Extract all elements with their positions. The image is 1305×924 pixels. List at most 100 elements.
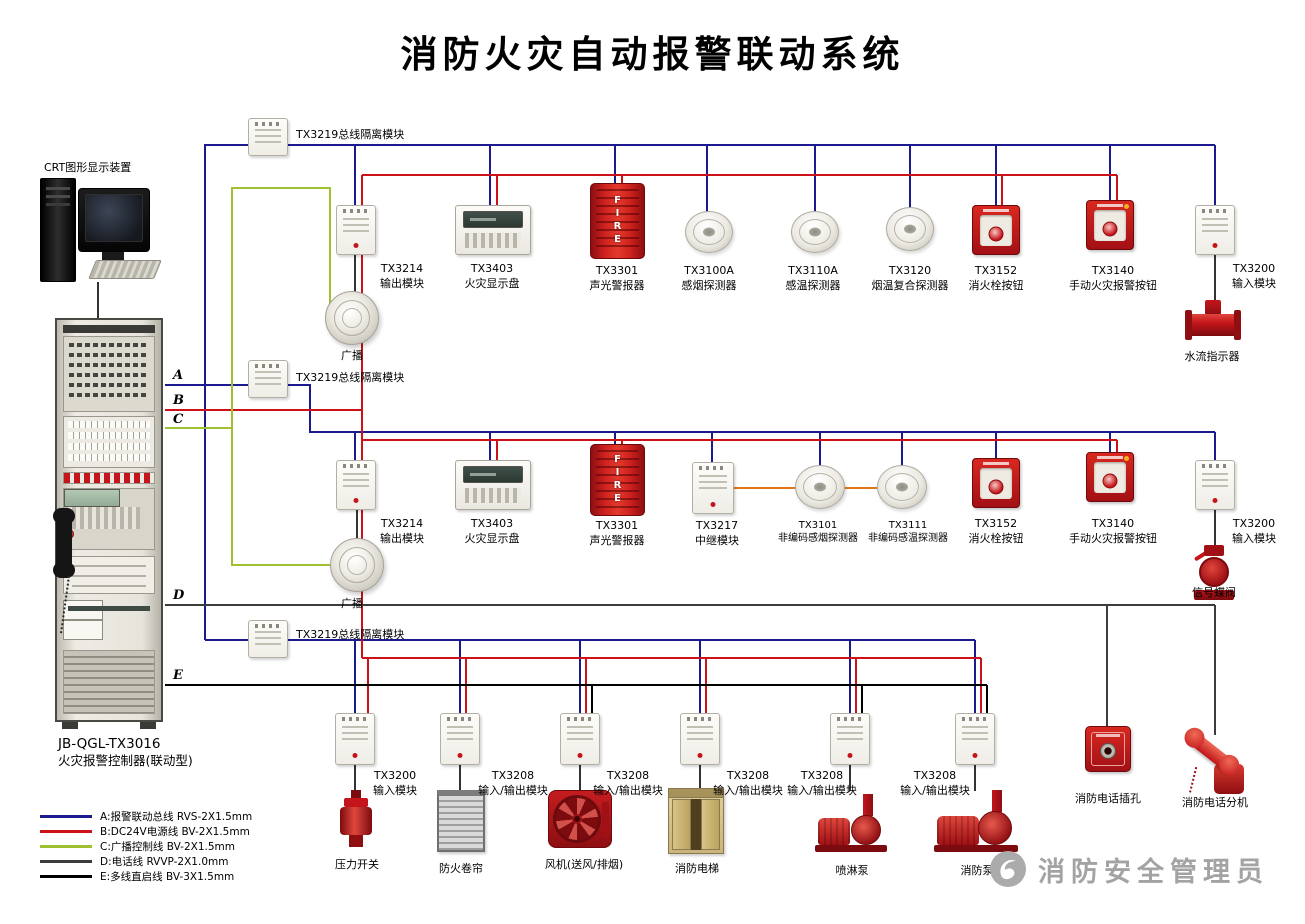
crt-monitor-stand (102, 252, 124, 260)
switch-body (340, 807, 372, 835)
crt-keyboard (88, 260, 162, 279)
button-center (1102, 221, 1118, 237)
switch-cap (344, 798, 368, 807)
valve-pipe (1194, 590, 1234, 600)
legend-text: C:广播控制线 BV-2X1.5mm (100, 841, 235, 853)
pump-motor (818, 818, 850, 845)
device-name-text: 手动火灾报警按钮 (1069, 278, 1157, 292)
model-text: TX3214 (380, 517, 424, 530)
model-text: TX3152 (974, 517, 1018, 530)
non-coded-smoke-detector (795, 465, 845, 509)
controller-type-text: 火灾报警控制器(联动型) (58, 753, 193, 769)
pressure-switch (333, 790, 379, 850)
watermark-logo-icon (990, 851, 1026, 887)
button-label-strip (983, 209, 1009, 212)
bus-letter-a: A (173, 368, 184, 383)
pump-outlet-pipe (992, 790, 1002, 812)
legend-text: E:多线直启线 BV-3X1.5mm (100, 871, 235, 883)
meter-display (63, 620, 103, 640)
terminal-dots (255, 122, 281, 126)
bus-letter-e: E (173, 668, 183, 683)
module-text (342, 726, 368, 744)
bus-c-broadcast-wires (165, 187, 331, 566)
button-center (1102, 473, 1118, 489)
device-name-text: 火灾显示盘 (464, 531, 520, 545)
terminal-dots (567, 717, 593, 721)
device-label: 喷淋泵 (835, 864, 869, 877)
device-name-text: 输出模块 (380, 276, 424, 290)
watermark: 消防安全管理员 (988, 849, 1269, 889)
sprinkler-pump (815, 792, 887, 852)
heat-detector-row1 (791, 211, 839, 253)
device-name-text: 声光警报器 (589, 533, 645, 547)
device-name-text: 输入/输出模块 (900, 783, 970, 797)
terminal-dots (342, 717, 368, 721)
valve-body (1199, 557, 1229, 587)
detector-core (809, 227, 821, 237)
pump-volute (851, 815, 881, 845)
io-module-elevator (680, 713, 720, 765)
cabinet-vent (63, 650, 155, 714)
manual-call-point-row1 (1086, 200, 1134, 250)
led-indicator (697, 753, 703, 758)
bus-d-telephone-wires (165, 604, 1216, 735)
cabinet-keypad (64, 507, 140, 529)
legend-row: A:报警联动总线 RVS-2X1.5mm (40, 809, 252, 824)
device-name-text: 输入模块 (1232, 276, 1276, 290)
fire-elevator (668, 788, 724, 854)
indicator-row (69, 383, 149, 387)
device-label: 广播 (341, 597, 363, 610)
amber-led (1124, 204, 1129, 209)
zone-key-row (68, 432, 150, 439)
model-text: TX3140 (1091, 517, 1135, 530)
button-label-strip (983, 462, 1009, 465)
module-text (962, 726, 988, 744)
button-label-strip (1097, 204, 1123, 207)
louver (596, 189, 639, 253)
bus-e-direct-start-wires (165, 684, 988, 714)
hydrant-button-row2 (972, 458, 1020, 508)
combined-detector-row1 (886, 207, 934, 251)
crt-computer-tower (40, 178, 76, 282)
panel-line (72, 585, 146, 587)
model-text: TX3152 (974, 264, 1018, 277)
isolator-label-row3: TX3219总线隔离模块 (296, 628, 405, 641)
input-module-row1 (1195, 205, 1235, 255)
device-name-text: 火灾显示盘 (464, 276, 520, 290)
model-text: TX3120 (888, 264, 932, 277)
elevator-door (701, 799, 720, 850)
module-text (343, 218, 369, 236)
signal-butterfly-valve (1188, 544, 1240, 600)
speaker-ring (334, 300, 370, 336)
indicator-row (69, 343, 149, 347)
key-grid (465, 233, 521, 248)
device-label: 水流指示器 (1184, 350, 1240, 363)
flow-pipe-body (1189, 314, 1237, 336)
io-module-shutter (440, 713, 480, 765)
jack-socket (1100, 743, 1116, 760)
pump-base (934, 845, 1018, 852)
jack-face (1091, 732, 1125, 766)
elevator-header (669, 789, 723, 798)
terminal-dots (699, 466, 727, 470)
device-name-text: 输出模块 (380, 531, 424, 545)
module-text (343, 473, 369, 491)
pump-outlet-pipe (863, 794, 873, 816)
hydrant-button-row1 (972, 205, 1020, 255)
bus-isolator-module-row2 (248, 360, 288, 398)
module-text (1202, 218, 1228, 236)
device-label: 防火卷帘 (439, 862, 483, 875)
broadcast-speaker-row1 (325, 291, 379, 345)
pump-base (815, 845, 887, 852)
switch-nut (349, 835, 363, 847)
led-indicator (457, 753, 463, 758)
crt-monitor (78, 188, 150, 252)
